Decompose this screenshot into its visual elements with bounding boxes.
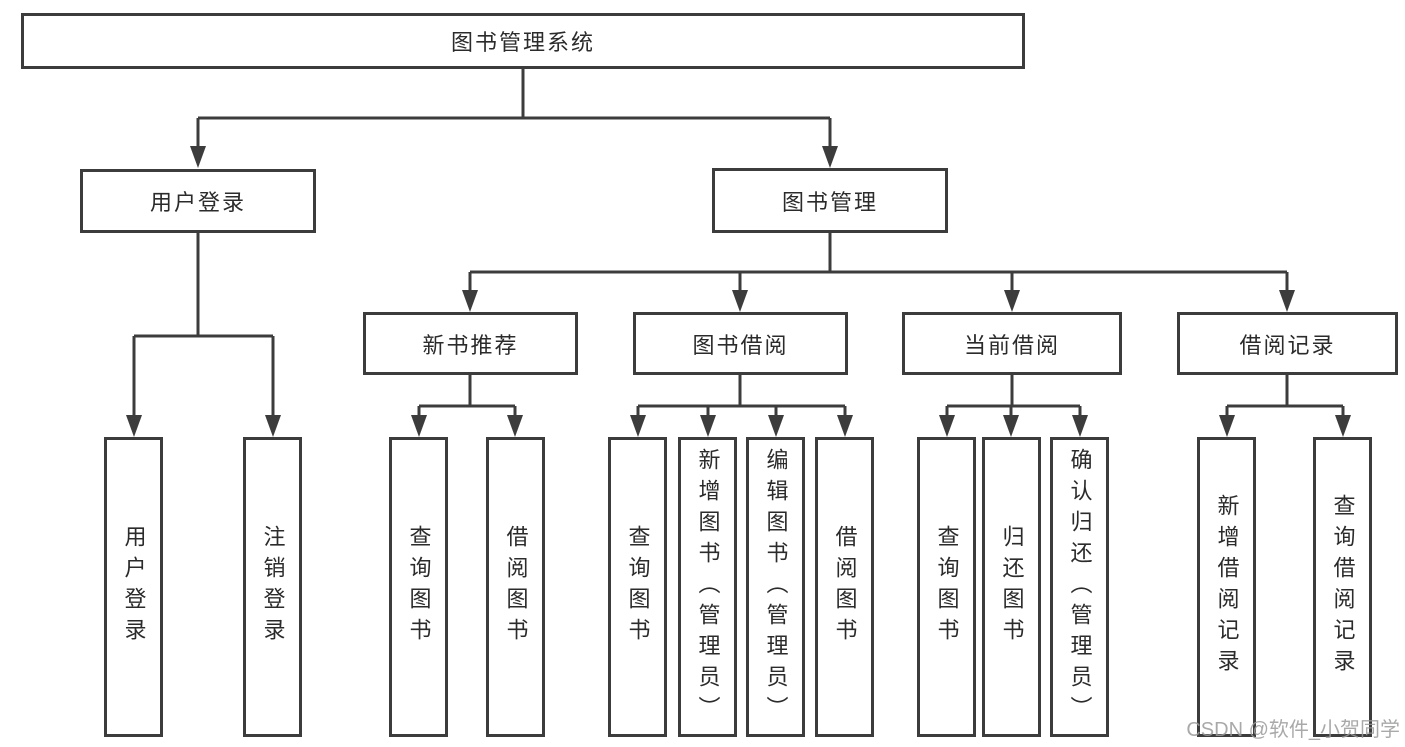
- leaf-confirm-return-admin-label: 确认归还（管理员）: [1067, 447, 1093, 727]
- leaf-edit-books-admin: 编辑图书（管理员）: [746, 437, 805, 737]
- leaf-borrow-books-2: 借阅图书: [815, 437, 874, 737]
- leaf-return-books: 归还图书: [982, 437, 1041, 737]
- node-book-borrow-label: 图书借阅: [692, 332, 789, 358]
- leaf-borrow-books-1-label: 借阅图书: [503, 525, 529, 649]
- leaf-user-login: 用户登录: [104, 437, 163, 737]
- node-book-management-label: 图书管理: [781, 189, 878, 215]
- leaf-borrow-books-1: 借阅图书: [486, 437, 545, 737]
- node-user-login: 用户登录: [80, 169, 316, 233]
- leaf-add-borrow-record-label: 新增借阅记录: [1214, 494, 1240, 680]
- node-root: 图书管理系统: [21, 13, 1025, 69]
- node-book-management: 图书管理: [712, 168, 948, 233]
- leaf-user-login-label: 用户登录: [121, 525, 147, 649]
- leaf-add-borrow-record: 新增借阅记录: [1197, 437, 1256, 737]
- leaf-logout: 注销登录: [243, 437, 302, 737]
- leaf-query-borrow-record: 查询借阅记录: [1313, 437, 1372, 737]
- leaf-return-books-label: 归还图书: [999, 525, 1025, 649]
- node-book-borrow: 图书借阅: [633, 312, 848, 375]
- leaf-add-books-admin: 新增图书（管理员）: [678, 437, 737, 737]
- node-root-label: 图书管理系统: [450, 30, 595, 55]
- watermark: CSDN @软件_小贺同学: [1186, 719, 1400, 741]
- leaf-edit-books-admin-label: 编辑图书（管理员）: [763, 447, 789, 727]
- leaf-logout-label: 注销登录: [260, 525, 286, 649]
- leaf-query-books-1-label: 查询图书: [406, 525, 432, 649]
- leaf-borrow-books-2-label: 借阅图书: [832, 525, 858, 649]
- node-user-login-label: 用户登录: [149, 190, 246, 215]
- leaf-query-books-2-label: 查询图书: [625, 525, 651, 649]
- node-current-borrow-label: 当前借阅: [963, 332, 1060, 358]
- node-borrow-records: 借阅记录: [1177, 312, 1398, 375]
- leaf-add-books-admin-label: 新增图书（管理员）: [695, 447, 721, 727]
- leaf-query-books-2: 查询图书: [608, 437, 667, 737]
- leaf-confirm-return-admin: 确认归还（管理员）: [1050, 437, 1109, 737]
- leaf-query-books-1: 查询图书: [389, 437, 448, 737]
- node-new-book-recommend-label: 新书推荐: [422, 332, 519, 358]
- node-new-book-recommend: 新书推荐: [363, 312, 578, 375]
- leaf-query-borrow-record-label: 查询借阅记录: [1330, 494, 1356, 680]
- node-borrow-records-label: 借阅记录: [1239, 332, 1336, 358]
- leaf-query-books-3: 查询图书: [917, 437, 976, 737]
- node-current-borrow: 当前借阅: [902, 312, 1122, 375]
- leaf-query-books-3-label: 查询图书: [934, 525, 960, 649]
